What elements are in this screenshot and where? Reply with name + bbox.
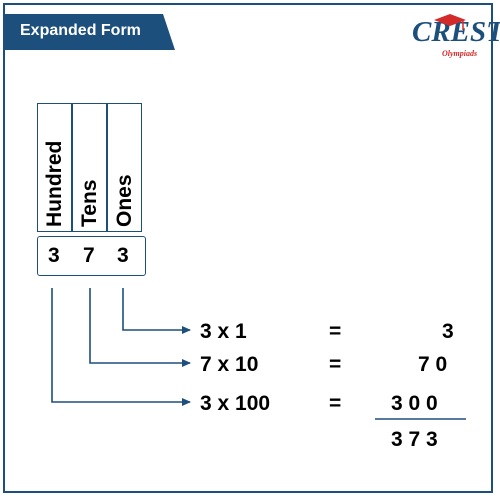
column-hundred: Hundred bbox=[37, 103, 72, 232]
result-ones: 3 bbox=[442, 320, 454, 343]
graduation-cap-icon bbox=[434, 14, 466, 30]
title-banner bbox=[3, 14, 175, 50]
digit-hundreds: 3 bbox=[48, 244, 60, 267]
result-hundreds: 3 0 0 bbox=[391, 392, 438, 415]
arrow-hundreds bbox=[51, 288, 191, 406]
digit-tens: 7 bbox=[83, 244, 95, 267]
logo-subtitle: Olympiads bbox=[442, 49, 478, 58]
equals-tens: = bbox=[329, 353, 342, 376]
arrow-tens bbox=[89, 288, 191, 367]
digit-ones: 3 bbox=[117, 244, 129, 267]
page-title: Expanded Form bbox=[20, 22, 141, 39]
equals-ones: = bbox=[329, 320, 342, 343]
expr-ones: 3 x 1 bbox=[200, 320, 247, 343]
number-box bbox=[37, 236, 146, 276]
expr-hundreds: 3 x 100 bbox=[200, 392, 271, 415]
column-tens: Tens bbox=[72, 103, 107, 232]
arrow-ones bbox=[122, 288, 191, 334]
expr-tens: 7 x 10 bbox=[200, 353, 259, 376]
equals-hundreds: = bbox=[329, 392, 342, 415]
frame-border bbox=[3, 3, 493, 493]
result-tens: 7 0 bbox=[418, 353, 448, 376]
column-ones: Ones bbox=[107, 103, 142, 232]
total-sum: 3 7 3 bbox=[391, 428, 438, 451]
